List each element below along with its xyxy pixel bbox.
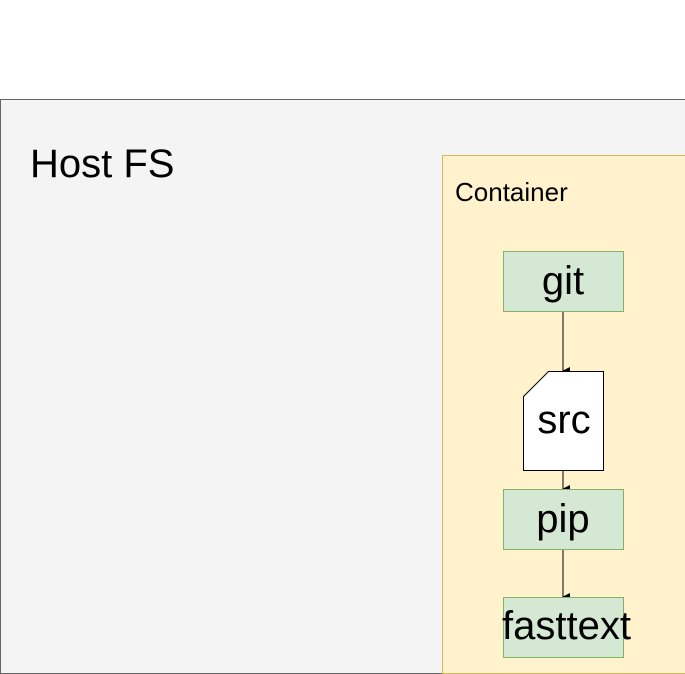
fasttext-node-label: fasttext: [502, 604, 631, 648]
fasttext-node: [503, 597, 624, 658]
pip-node: [503, 489, 624, 550]
pip-node-label: pip: [536, 497, 589, 541]
container-label: Container: [455, 177, 568, 207]
src-file-node: [523, 371, 604, 471]
host-fs-label: Host FS: [30, 142, 174, 186]
git-node-label: git: [542, 259, 584, 303]
src-node-label: src: [537, 398, 590, 442]
git-node: [503, 251, 624, 312]
